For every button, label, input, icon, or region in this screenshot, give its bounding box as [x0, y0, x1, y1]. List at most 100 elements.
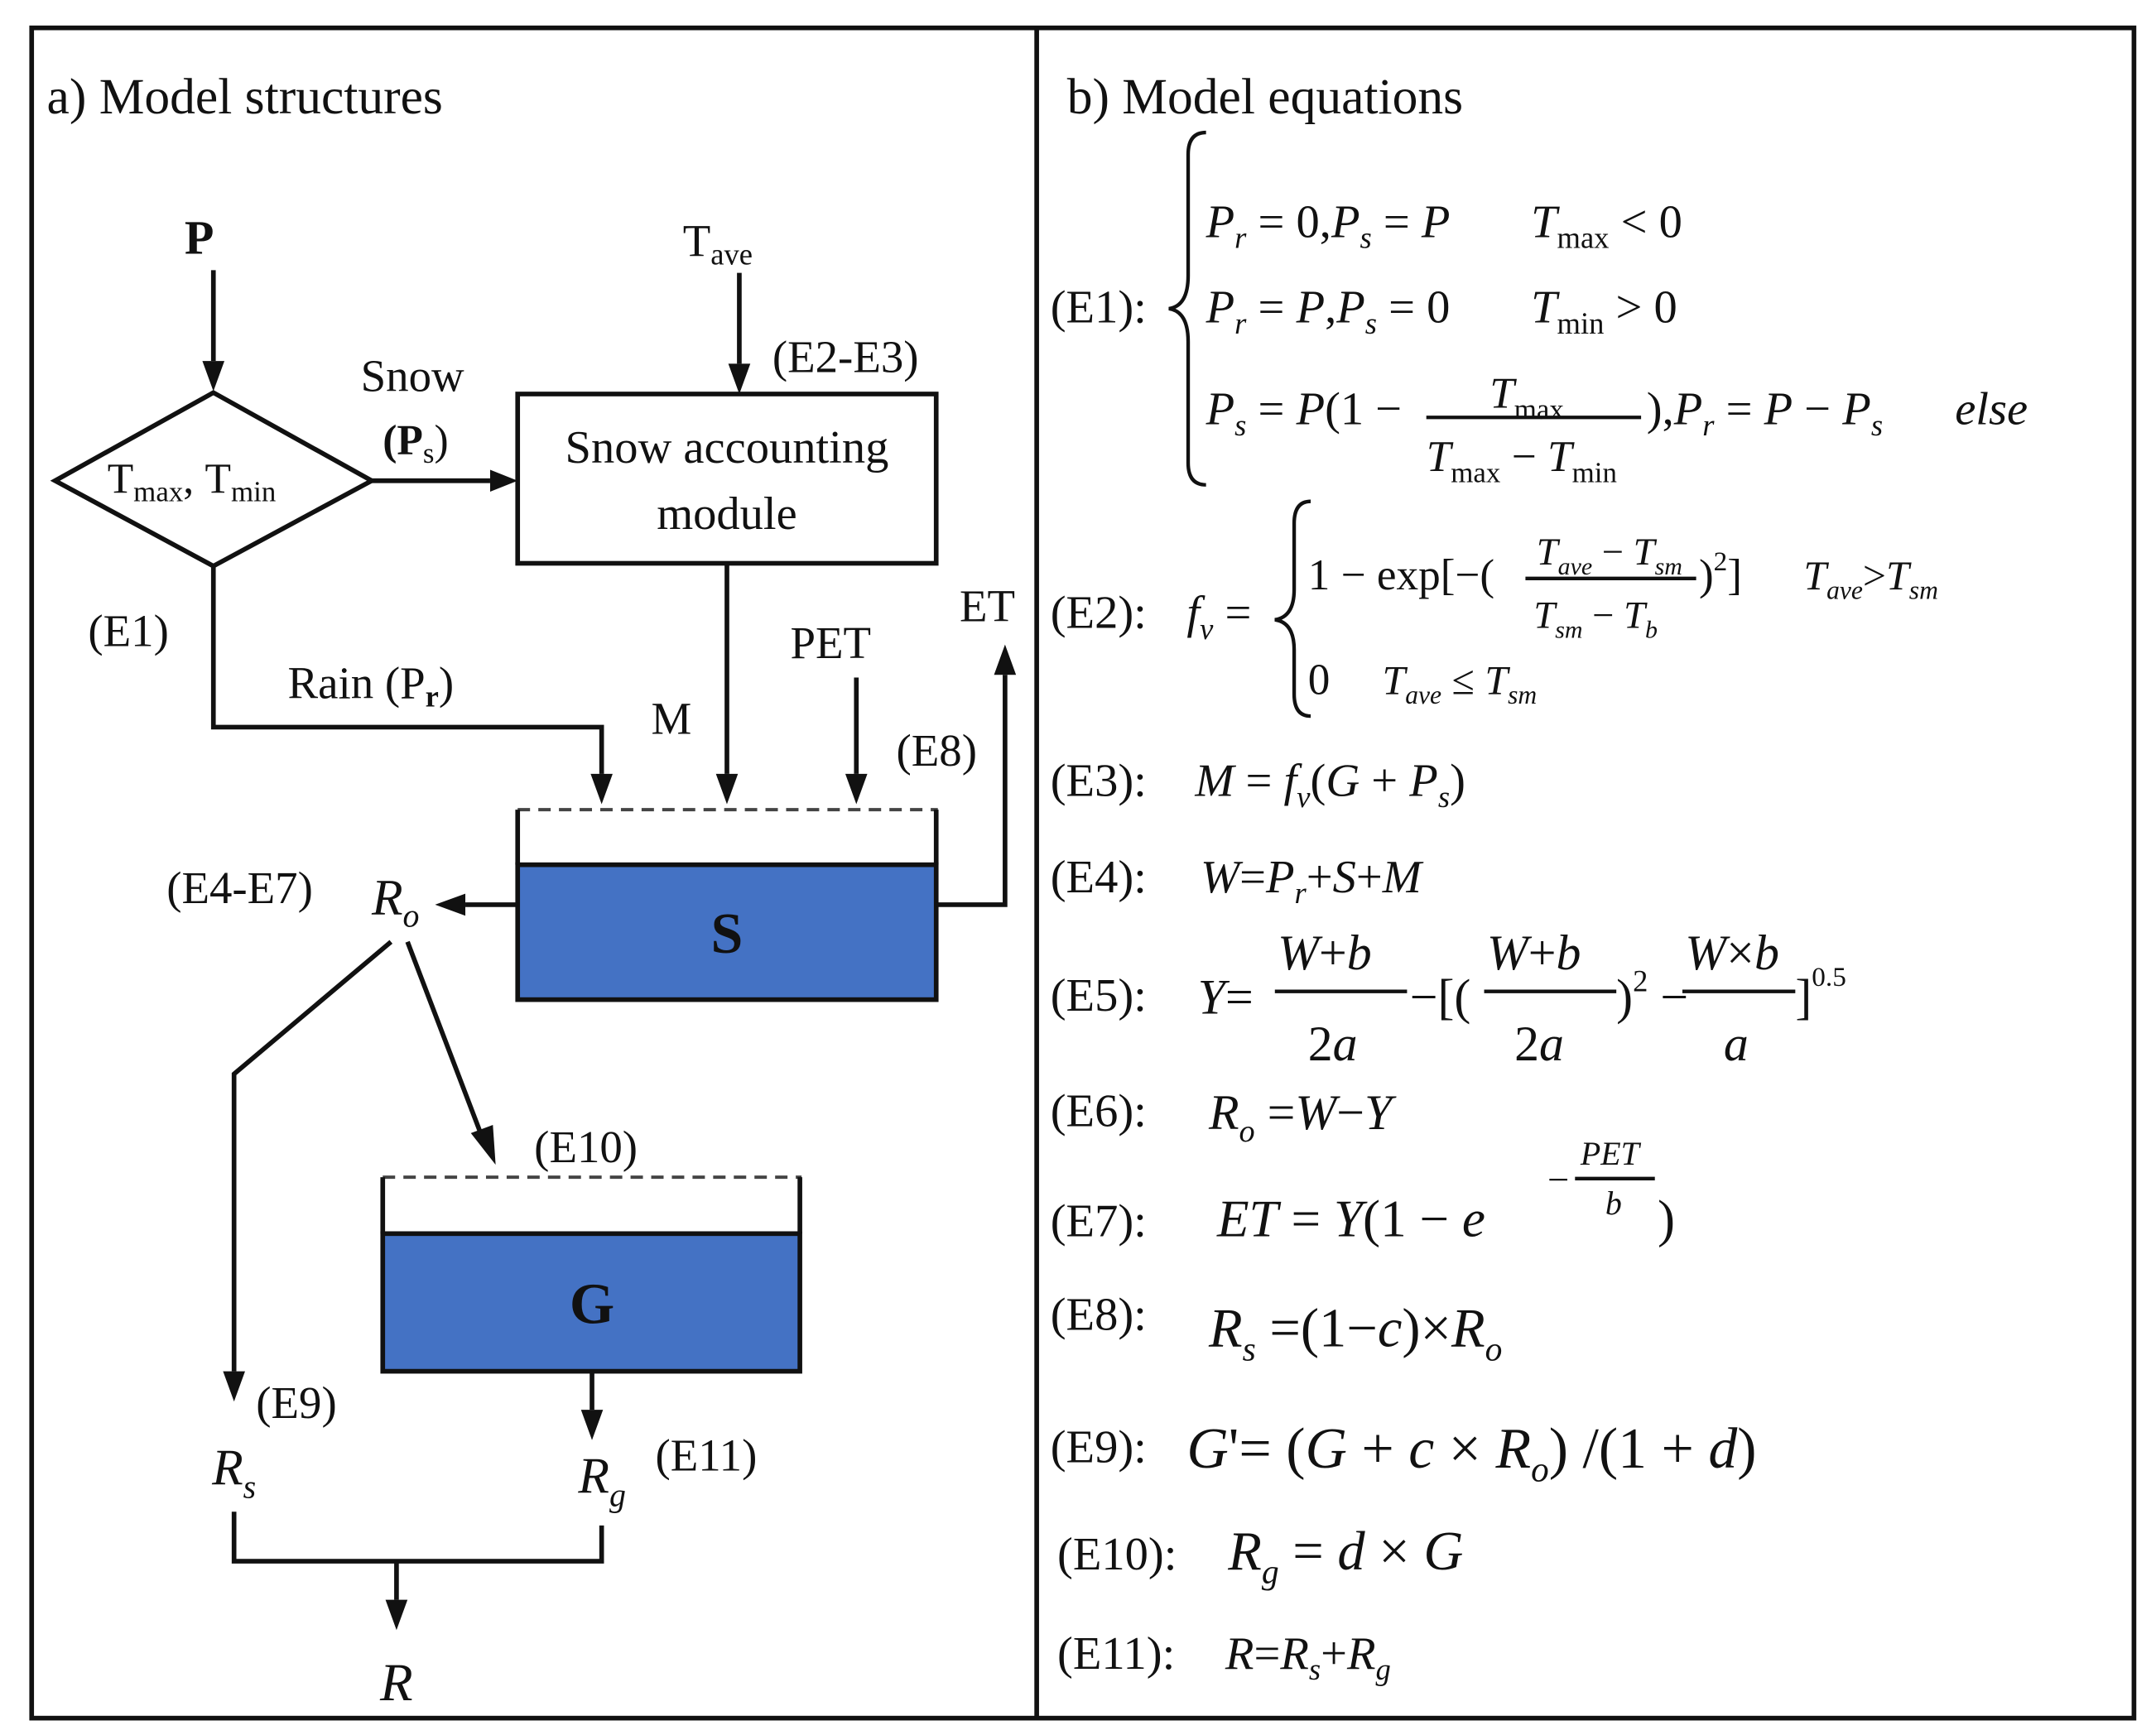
eq-e1-case3-left: Ps = P(1 − — [1206, 384, 1403, 442]
eq-e4-expr: W=Pr+S+M — [1201, 852, 1424, 910]
eq-e2-case1-a: 1 − exp[−( — [1308, 550, 1494, 599]
eq-e5-y: Y= — [1198, 969, 1254, 1024]
eq-e6-expr: Ro =W−Y — [1208, 1085, 1397, 1149]
eq-e2-label: (E2): — [1051, 588, 1147, 639]
g-store-label: G — [570, 1272, 614, 1336]
eq-e2-case1-b: )2] — [1699, 546, 1742, 599]
eq-e1-case2: Pr = P,Ps = 0 — [1206, 282, 1451, 340]
rain-path — [210, 565, 604, 774]
equation-e7: (E7): ET = Y(1 − e − PET b ) — [1051, 1135, 1675, 1247]
eq-e5-f1-num: W+b — [1278, 925, 1372, 980]
eq-e5-close: ]0.5 — [1795, 962, 1846, 1024]
eq-e1-case3-cond: else — [1955, 384, 2028, 435]
eq-e5-f3-den: a — [1724, 1016, 1749, 1071]
s-store-headroom — [516, 808, 938, 867]
ref-e8: (E8) — [897, 725, 977, 776]
ref-e9: (E9) — [256, 1377, 336, 1428]
panel-b-title: b) Model equations — [1067, 69, 1463, 125]
ref-e2-e3: (E2-E3) — [772, 331, 919, 382]
eq-e5-f3-num: W×b — [1685, 925, 1779, 980]
eq-e7-exp-den: b — [1605, 1185, 1622, 1222]
eq-e5-label: (E5): — [1051, 970, 1147, 1021]
ref-e1: (E1) — [88, 605, 168, 656]
arrowhead-m — [715, 773, 739, 805]
snow-accounting-module — [515, 392, 939, 566]
et-path — [936, 675, 1008, 907]
eq-e2-brace — [1274, 499, 1311, 719]
rain-label: Rain (Pr) — [288, 657, 455, 713]
ref-e11: (E11) — [656, 1430, 758, 1480]
arrowhead-rs — [223, 1371, 245, 1402]
arrowhead-pet — [845, 773, 868, 805]
eq-e2-case2-cond: Tave ≤ Tsm — [1382, 657, 1537, 709]
eq-e7-close: ) — [1658, 1190, 1675, 1248]
arrowhead-r — [385, 1599, 408, 1631]
et-label: ET — [960, 580, 1015, 631]
eq-e1-case1: Pr = 0,Ps = P — [1206, 196, 1451, 254]
eq-e7-exp-minus: − — [1547, 1159, 1569, 1201]
eq-e8-label: (E8): — [1051, 1290, 1147, 1341]
decision-label: Tmax,Tmin — [108, 456, 277, 508]
ref-e10: (E10) — [534, 1122, 638, 1172]
eq-e1-label: (E1): — [1051, 282, 1147, 334]
ro-to-g-path — [405, 940, 486, 1141]
g-store-headroom — [381, 1175, 802, 1236]
eq-e11-label: (E11): — [1057, 1628, 1175, 1680]
eq-e10-expr: Rg = d × G — [1227, 1521, 1463, 1591]
eq-e10-label: (E10): — [1057, 1529, 1177, 1580]
ro-label: Ro — [371, 870, 420, 935]
eq-e5-f2-den: 2a — [1514, 1016, 1564, 1071]
eq-e3-label: (E3): — [1051, 756, 1147, 807]
eq-e9-label: (E9): — [1051, 1421, 1147, 1473]
r-output-label: R — [379, 1653, 413, 1713]
eq-e6-label: (E6): — [1051, 1086, 1147, 1137]
arrowhead-p — [202, 361, 225, 392]
rg-label: Rg — [577, 1448, 626, 1514]
eq-e7-expr: ET = Y(1 − e — [1216, 1190, 1485, 1248]
arrowhead-g — [470, 1124, 496, 1165]
pet-label: PET — [790, 618, 871, 668]
s-store-water — [515, 862, 939, 1002]
eq-e2-lhs: fv = — [1186, 588, 1251, 646]
snow-ps-label: (Ps) — [383, 417, 448, 469]
eq-e9-expr: G'= (G + c × Ro) /(1 + d) — [1186, 1417, 1756, 1490]
merge-path — [231, 1512, 604, 1564]
eq-e8-expr: Rs =(1−c)×Ro — [1208, 1299, 1502, 1368]
eq-e2-case2: 0 — [1308, 655, 1331, 704]
eq-e1-case2-cond: Tmin > 0 — [1531, 282, 1677, 340]
eq-e1-case1-cond: Tmax < 0 — [1531, 196, 1682, 254]
eq-e5-f2-num: W+b — [1487, 925, 1581, 980]
arrowhead-ro — [435, 893, 466, 916]
panel-a-title: a) Model structures — [47, 69, 443, 125]
eq-e11-expr: R=Rs+Rg — [1225, 1628, 1391, 1686]
eq-e2-frac-num: Tave − Tsm — [1537, 531, 1682, 580]
eq-e2-frac-den: Tsm − Tb — [1533, 595, 1658, 644]
figure-frame — [29, 25, 2137, 1721]
ro-to-rs-path — [231, 940, 393, 1372]
equation-e5: (E5): Y= W+b 2a −[( W+b 2a )2 − W×b a ]0… — [1051, 925, 1846, 1071]
arrowhead-rg — [580, 1410, 604, 1440]
eq-e7-exp-num: PET — [1580, 1135, 1642, 1172]
equation-e1: (E1): Pr = 0,Ps = P Tmax < 0 Pr = P,Ps =… — [1051, 130, 2028, 488]
eq-e2-case1-cond: Tave>Tsm — [1803, 553, 1938, 605]
m-label: M — [652, 694, 692, 744]
arrowhead-et — [994, 644, 1017, 675]
arrowhead-tave — [728, 363, 751, 394]
ref-e4-e7: (E4-E7) — [166, 863, 313, 913]
rs-label: Rs — [211, 1439, 256, 1506]
arrowhead-rain — [590, 773, 613, 805]
eq-e1-frac-den: Tmax − Tmin — [1427, 432, 1617, 488]
snow-label: Snow — [361, 351, 464, 401]
equation-e2: (E2): fv = 1 − exp[−( Tave − Tsm Tsm − T… — [1051, 499, 1938, 719]
arrowhead-snow — [489, 469, 518, 493]
eq-e3-expr: M = fv(G + Ps) — [1194, 756, 1465, 814]
input-p-label: P — [185, 210, 214, 264]
eq-e5-f1-den: 2a — [1308, 1016, 1358, 1071]
eq-e7-label: (E7): — [1051, 1196, 1147, 1247]
g-store-water — [380, 1231, 802, 1374]
eq-e5-mid: −[( — [1410, 969, 1471, 1024]
input-tave-label: Tave — [683, 216, 753, 272]
snow-module-line2: module — [657, 488, 797, 540]
s-store-label: S — [711, 902, 744, 966]
